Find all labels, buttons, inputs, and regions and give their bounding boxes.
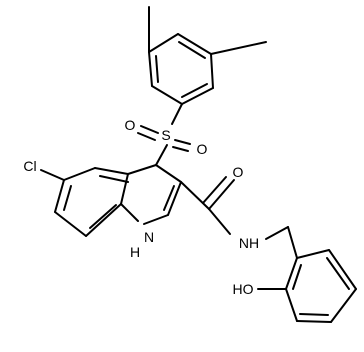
bond [180, 181, 210, 210]
bond [89, 204, 117, 229]
carbonyl-oxygen-label: O [233, 164, 244, 180]
sulfur-label: S [161, 127, 170, 143]
bond [208, 208, 231, 235]
sulfonyl-group [137, 125, 191, 166]
amide-nitrogen-label: NH [239, 235, 259, 251]
bond [292, 264, 302, 290]
bond [172, 146, 189, 152]
bond [54, 179, 65, 213]
bond [299, 313, 329, 316]
carboxamide-group [180, 176, 298, 259]
bond [155, 144, 168, 166]
bond [63, 185, 72, 211]
bond [85, 203, 122, 237]
bond [140, 125, 159, 134]
bond [285, 288, 298, 322]
bond [177, 33, 212, 55]
bond [181, 87, 214, 105]
bond [155, 55, 159, 83]
bond [63, 167, 96, 181]
sulfonyl-oxygen-left-label: O [125, 117, 136, 133]
bond [285, 257, 298, 290]
bond [296, 320, 332, 323]
bond [265, 226, 289, 240]
bond [178, 41, 206, 59]
dimethylphenyl-ring [148, 6, 267, 125]
bond [148, 33, 179, 53]
bond [143, 214, 169, 225]
bond [54, 211, 87, 237]
bond [181, 83, 208, 98]
bond [210, 41, 267, 55]
bond [208, 179, 235, 210]
bond [120, 203, 139, 222]
bond [94, 167, 129, 175]
bond [151, 85, 183, 105]
hydroxyphenyl-ring [257, 249, 357, 323]
bond [202, 176, 227, 204]
indole-nitrogen-label: N [144, 229, 154, 245]
indole-core [40, 164, 182, 237]
indole-hydrogen-label: H [130, 244, 140, 260]
bond [99, 175, 129, 183]
bond [296, 249, 330, 259]
sulfonyl-oxygen-right-label: O [197, 141, 208, 157]
bond [167, 181, 182, 216]
bond [326, 257, 350, 290]
bond [287, 226, 298, 259]
bond [148, 51, 153, 87]
bond [155, 164, 182, 183]
bond [137, 132, 156, 141]
chlorine-label: Cl [23, 158, 36, 174]
bond [120, 173, 129, 205]
bond [171, 103, 183, 125]
bond [40, 169, 65, 181]
bond [330, 288, 357, 323]
bond [210, 53, 214, 89]
bond [328, 249, 357, 290]
bond [163, 185, 175, 211]
bond [127, 164, 157, 175]
bond [174, 139, 191, 145]
hydroxyl-label: HO [233, 281, 254, 297]
